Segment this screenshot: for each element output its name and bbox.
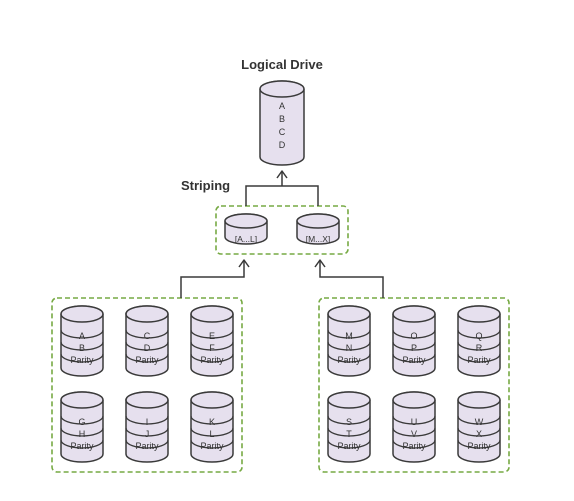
physical-drive: OP Parity — [392, 305, 436, 377]
data-block-label: G — [78, 417, 85, 427]
physical-drive: GH Parity — [60, 391, 104, 463]
logical-drive-row: D — [279, 140, 286, 150]
parity-label: Parity — [135, 441, 159, 451]
data-block-label: I — [146, 417, 149, 427]
parity-label: Parity — [200, 441, 224, 451]
data-block-label: O — [410, 331, 417, 341]
parity-label: Parity — [467, 355, 491, 365]
data-block-label: N — [346, 343, 353, 353]
data-block-label: B — [79, 343, 85, 353]
logical-drive-row: B — [279, 114, 285, 124]
physical-drive: WX Parity — [457, 391, 501, 463]
data-block-label: F — [209, 343, 215, 353]
raid-group-box — [318, 297, 510, 473]
parity-label: Parity — [70, 441, 94, 451]
data-block-label: L — [209, 429, 214, 439]
data-block-label: M — [345, 331, 353, 341]
data-block-label: W — [475, 417, 484, 427]
physical-drive: CD Parity — [125, 305, 169, 377]
raid-group-box — [51, 297, 243, 473]
parity-label: Parity — [337, 441, 361, 451]
arrow-up-icon — [276, 170, 288, 179]
parity-label: Parity — [402, 441, 426, 451]
stripe-label: [A...L] — [235, 234, 257, 244]
data-block-label: U — [411, 417, 418, 427]
data-block-label: H — [79, 429, 86, 439]
parity-label: Parity — [200, 355, 224, 365]
stripe-disk: [M...X] — [296, 213, 340, 245]
data-block-label: Q — [475, 331, 482, 341]
data-block-label: P — [411, 343, 417, 353]
arrow-up-icon — [314, 259, 326, 268]
parity-label: Parity — [402, 355, 426, 365]
parity-label: Parity — [337, 355, 361, 365]
data-block-label: S — [346, 417, 352, 427]
parity-label: Parity — [70, 355, 94, 365]
parity-label: Parity — [135, 355, 159, 365]
data-block-label: J — [145, 429, 150, 439]
physical-drive: ST Parity — [327, 391, 371, 463]
physical-drive: UV Parity — [392, 391, 436, 463]
logical-drive-row: A — [279, 101, 285, 111]
striping-connector — [245, 171, 319, 206]
arrow-up-icon — [238, 259, 250, 268]
group-connector — [319, 260, 384, 298]
data-block-label: C — [144, 331, 151, 341]
physical-drive: IJ Parity — [125, 391, 169, 463]
stripe-disk: [A...L] — [224, 213, 268, 245]
striping-group-box — [215, 205, 349, 255]
data-block-label: K — [209, 417, 215, 427]
data-block-label: V — [411, 429, 417, 439]
data-block-label: A — [79, 331, 85, 341]
physical-drive: AB Parity — [60, 305, 104, 377]
data-block-label: D — [144, 343, 151, 353]
logical-drive-row: C — [279, 127, 286, 137]
physical-drive: EF Parity — [190, 305, 234, 377]
physical-drive: MN Parity — [327, 305, 371, 377]
diagram-title: Logical Drive — [241, 57, 323, 72]
data-block-label: R — [476, 343, 483, 353]
physical-drive: QR Parity — [457, 305, 501, 377]
physical-drive: KL Parity — [190, 391, 234, 463]
data-block-label: E — [209, 331, 215, 341]
stripe-label: [M...X] — [306, 234, 331, 244]
group-connector — [180, 260, 245, 298]
data-block-label: T — [346, 429, 352, 439]
parity-label: Parity — [467, 441, 491, 451]
data-block-label: X — [476, 429, 482, 439]
striping-label: Striping — [181, 178, 230, 193]
